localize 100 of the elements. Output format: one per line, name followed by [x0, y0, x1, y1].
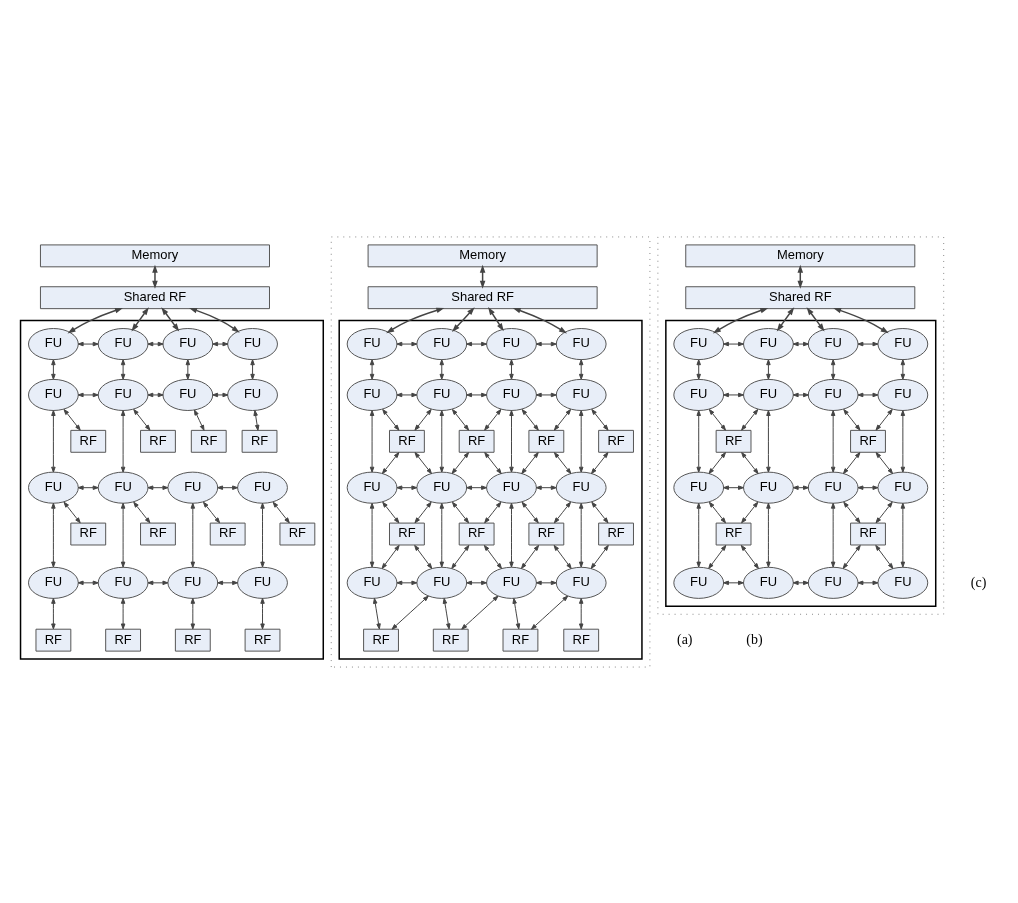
arrow	[553, 501, 572, 523]
arrow	[696, 409, 701, 473]
arrow	[723, 484, 744, 490]
arrow	[189, 307, 240, 333]
arrow	[484, 408, 502, 431]
node-box: RF	[209, 522, 246, 545]
node-box: RF	[241, 429, 278, 453]
node-ellipse: FU	[673, 471, 725, 504]
arrow	[452, 306, 475, 332]
arrow	[152, 264, 158, 289]
arrow	[512, 597, 521, 629]
arrow	[120, 597, 126, 629]
arrow	[212, 341, 229, 346]
arrow	[792, 392, 809, 397]
node-ellipse: FU	[416, 378, 468, 411]
arrow	[578, 358, 584, 380]
arrow	[466, 484, 488, 490]
arrow	[696, 358, 701, 380]
arrow	[439, 409, 444, 473]
arrow	[875, 501, 893, 523]
node-box: RF	[389, 522, 425, 545]
arrow	[843, 501, 861, 523]
node-ellipse: FU	[673, 566, 725, 599]
node-ellipse: FU	[555, 378, 607, 411]
node-ellipse: FU	[162, 327, 214, 360]
node-box: Memory	[685, 243, 916, 267]
arrow	[63, 408, 81, 431]
arrow	[806, 306, 825, 331]
arrow	[120, 358, 126, 380]
arrow	[185, 358, 191, 380]
label: (a)	[677, 631, 693, 647]
node-ellipse: FU	[807, 327, 859, 360]
arrow	[461, 595, 499, 630]
arrow	[386, 307, 445, 333]
arrow	[843, 408, 861, 431]
node-ellipse: FU	[97, 471, 149, 504]
arrow	[396, 341, 418, 346]
arrow	[439, 502, 444, 568]
arrow	[708, 544, 727, 569]
arrow	[723, 341, 744, 346]
node-ellipse: FU	[167, 471, 219, 504]
arrow	[578, 502, 584, 568]
cluster	[657, 235, 945, 615]
arrow	[77, 580, 99, 585]
node-ellipse: FU	[346, 378, 398, 411]
arrow	[766, 358, 771, 380]
node-ellipse: FU	[486, 378, 537, 411]
arrow	[51, 358, 56, 380]
node-ellipse: FU	[743, 327, 794, 360]
node-box: Memory	[367, 243, 598, 267]
arrow	[553, 451, 572, 474]
node-ellipse: FU	[28, 378, 79, 411]
arrow	[190, 597, 196, 629]
arrow	[391, 595, 429, 630]
arrow	[509, 502, 514, 568]
arrow	[484, 451, 502, 474]
node-ellipse: FU	[28, 471, 79, 504]
arrow	[578, 409, 584, 473]
node-box: RF	[363, 628, 399, 652]
arrow	[466, 341, 488, 346]
arrow	[708, 408, 727, 431]
arrow	[830, 409, 836, 473]
arrow	[250, 358, 255, 380]
arrow	[466, 392, 488, 397]
arrow	[369, 409, 375, 473]
arrow	[63, 501, 81, 523]
arrow	[591, 451, 609, 474]
arrow	[766, 502, 771, 568]
label: (c)	[970, 574, 987, 590]
arrow	[51, 502, 56, 568]
arrow	[414, 544, 433, 569]
node-box: RF	[458, 522, 495, 545]
arrow	[553, 544, 572, 569]
arrow	[451, 544, 470, 569]
node-box: RF	[35, 628, 72, 652]
arrow	[51, 409, 56, 473]
node-ellipse: FU	[877, 471, 929, 504]
node-box: RF	[563, 628, 600, 652]
arrow	[875, 544, 894, 569]
arrow	[381, 544, 400, 569]
node-ellipse: FU	[346, 566, 398, 599]
arrow	[553, 408, 572, 431]
arrow	[766, 409, 771, 473]
arrow	[842, 451, 861, 474]
node-ellipse: FU	[486, 327, 537, 360]
arrow	[792, 341, 809, 346]
arrow	[67, 307, 123, 333]
node-ellipse: FU	[97, 327, 149, 360]
arrow	[439, 358, 444, 380]
arrow	[442, 597, 451, 629]
arrow	[147, 341, 164, 346]
node-box: RF	[715, 429, 752, 453]
arrow	[591, 408, 609, 431]
arrow	[521, 501, 539, 523]
node-box: Memory	[39, 243, 270, 267]
arrow	[857, 341, 879, 346]
node-ellipse: FU	[807, 471, 859, 504]
node-ellipse: FU	[877, 378, 929, 411]
arrow	[414, 501, 432, 523]
arrow	[590, 544, 609, 569]
